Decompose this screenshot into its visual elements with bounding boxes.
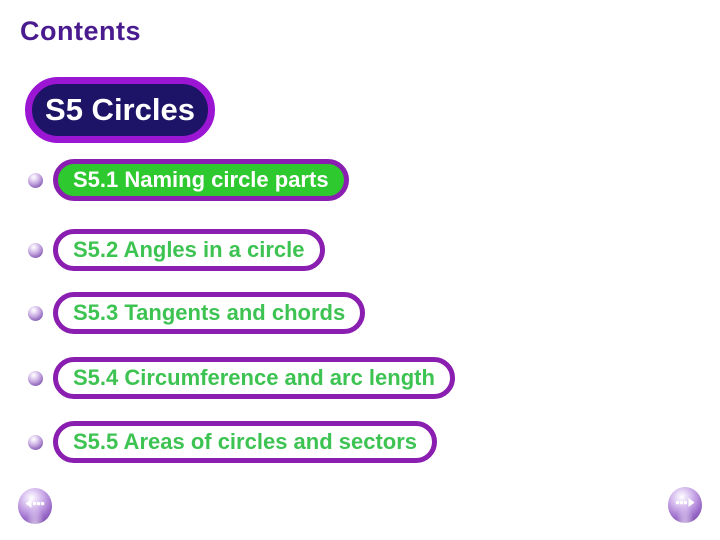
- toc-item-s5-4[interactable]: S5.4 Circumference and arc length: [53, 357, 455, 399]
- toc-row: S5.5 Areas of circles and sectors: [28, 420, 438, 464]
- sphere-bullet-icon: [28, 172, 43, 188]
- sphere-bullet-icon: [28, 434, 43, 450]
- toc-item-s5-5[interactable]: S5.5 Areas of circles and sectors: [53, 421, 438, 463]
- arrow-left-dots-icon: [25, 498, 45, 508]
- sphere-bullet-icon: [28, 242, 43, 258]
- sphere-bullet-icon: [28, 305, 43, 321]
- dots-arrow-right-icon: [675, 497, 695, 507]
- nav-back-button[interactable]: [18, 488, 52, 524]
- toc-row: S5.4 Circumference and arc length: [28, 356, 455, 400]
- toc-item-s5-3[interactable]: S5.3 Tangents and chords: [53, 292, 366, 334]
- unit-button-s5-circles[interactable]: S5 Circles: [25, 77, 215, 143]
- page-title: Contents: [20, 16, 141, 46]
- toc-item-s5-1[interactable]: S5.1 Naming circle parts: [53, 159, 349, 201]
- sphere-bullet-icon: [28, 370, 43, 386]
- toc-item-s5-2[interactable]: S5.2 Angles in a circle: [53, 229, 325, 271]
- nav-forward-button[interactable]: [668, 487, 702, 523]
- toc-row: S5.1 Naming circle parts: [28, 158, 349, 202]
- toc-row: S5.2 Angles in a circle: [28, 228, 325, 272]
- toc-row: S5.3 Tangents and chords: [28, 291, 366, 335]
